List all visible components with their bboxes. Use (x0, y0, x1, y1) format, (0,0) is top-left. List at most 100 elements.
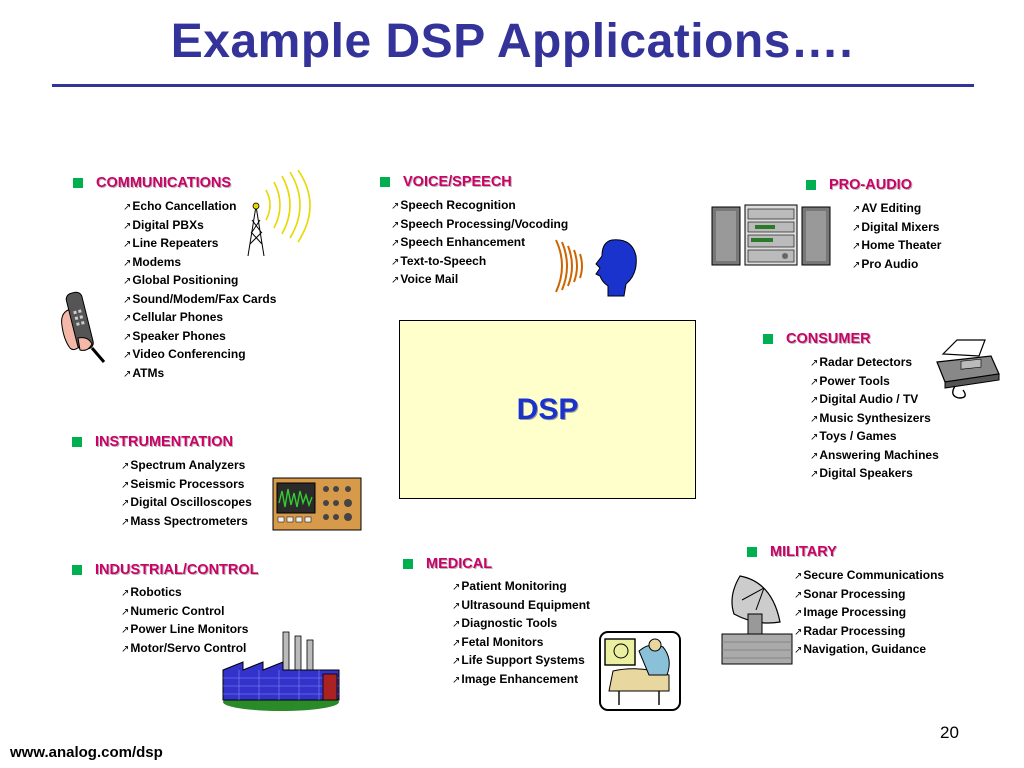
arrow-bullet-icon: ↗ (121, 461, 130, 472)
arrow-bullet-icon: ↗ (123, 220, 132, 232)
list-item: ↗Robotics (121, 583, 248, 602)
list-item: ↗Pro Audio (852, 255, 941, 274)
list-item-label: Digital Audio / TV (819, 392, 919, 406)
list-item-label: Digital Mixers (861, 219, 940, 234)
arrow-bullet-icon: ↗ (852, 259, 861, 271)
list-item-label: Digital Speakers (819, 466, 913, 480)
arrow-bullet-icon: ↗ (121, 606, 130, 618)
section-bullet-icon (72, 565, 82, 575)
list-item: ↗Numeric Control (121, 602, 248, 621)
list-item: ↗Speaker Phones (123, 327, 276, 346)
list-item: ↗Line Repeaters (123, 234, 276, 253)
list-item-label: Diagnostic Tools (461, 616, 558, 630)
list-item-label: Spectrum Analyzers (130, 458, 246, 472)
list-item-label: ATMs (132, 365, 165, 380)
arrow-bullet-icon: ↗ (123, 313, 132, 324)
list-item-label: Power Line Monitors (130, 622, 249, 636)
list-item-label: Digital Oscilloscopes (130, 495, 252, 509)
arrow-bullet-icon: ↗ (810, 432, 819, 443)
list-item: ↗Digital Speakers (810, 464, 939, 483)
arrow-bullet-icon: ↗ (810, 469, 819, 480)
list-item: ↗Digital Oscilloscopes (121, 493, 252, 512)
list-medical: ↗Patient Monitoring↗Ultrasound Equipment… (452, 577, 590, 688)
list-item-label: Modems (132, 254, 182, 269)
arrow-bullet-icon: ↗ (121, 643, 130, 655)
list-item-label: Music Synthesizers (819, 410, 931, 425)
list-item: ↗Digital Audio / TV (810, 390, 939, 409)
arrow-bullet-icon: ↗ (810, 450, 819, 462)
list-item: ↗ATMs (123, 364, 276, 383)
section-title-voice-speech: VOICE/SPEECH (403, 174, 512, 190)
section-bullet-icon (747, 547, 757, 557)
arrow-bullet-icon: ↗ (810, 413, 819, 425)
section-title-industrial-control: INDUSTRIAL/CONTROL (95, 562, 259, 578)
list-item-label: Sound/Modem/Fax Cards (132, 291, 277, 306)
title-underline (52, 84, 974, 87)
list-item-label: Toys / Games (819, 429, 897, 443)
list-consumer: ↗Radar Detectors↗Power Tools↗Digital Aud… (810, 353, 939, 483)
list-item-label: Patient Monitoring (461, 579, 567, 593)
section-title-military: MILITARY (770, 544, 837, 560)
list-item-label: Radar Processing (803, 623, 906, 638)
arrow-bullet-icon: ↗ (391, 275, 400, 286)
list-item-label: Home Theater (861, 238, 942, 252)
list-item: ↗Home Theater (852, 236, 941, 255)
arrow-bullet-icon: ↗ (852, 204, 861, 215)
arrow-bullet-icon: ↗ (123, 331, 132, 343)
list-item-label: Cellular Phones (132, 310, 224, 324)
footer-url: www.analog.com/dsp (10, 744, 163, 761)
arrow-bullet-icon: ↗ (123, 239, 132, 250)
arrow-bullet-icon: ↗ (810, 358, 819, 369)
list-item-label: Power Tools (819, 373, 890, 388)
section-title-pro-audio: PRO-AUDIO (829, 177, 912, 193)
list-item-label: Radar Detectors (819, 355, 913, 369)
list-communications: ↗Echo Cancellation↗Digital PBXs↗Line Rep… (123, 197, 276, 382)
arrow-bullet-icon: ↗ (123, 202, 132, 213)
arrow-bullet-icon: ↗ (391, 238, 400, 249)
section-bullet-icon (763, 334, 773, 344)
arrow-bullet-icon: ↗ (452, 656, 461, 667)
list-item-label: Video Conferencing (132, 347, 246, 361)
oscilloscope-icon (272, 477, 362, 531)
list-item-label: Image Processing (803, 605, 907, 619)
list-item: ↗Image Processing (794, 603, 944, 622)
arrow-bullet-icon: ↗ (123, 276, 132, 287)
list-item-label: Digital PBXs (132, 217, 204, 232)
section-title-communications: COMMUNICATIONS (96, 175, 232, 191)
list-voice-speech: ↗Speech Recognition↗Speech Processing/Vo… (391, 196, 568, 289)
arrow-bullet-icon: ↗ (121, 625, 130, 636)
list-item: ↗Video Conferencing (123, 345, 276, 364)
list-item-label: Sonar Processing (803, 586, 906, 601)
arrow-bullet-icon: ↗ (121, 498, 130, 509)
cell-phone-icon (61, 291, 106, 363)
arrow-bullet-icon: ↗ (452, 674, 461, 686)
dsp-label: DSP (516, 392, 579, 426)
list-item: ↗Diagnostic Tools (452, 614, 590, 633)
arrow-bullet-icon: ↗ (852, 241, 861, 252)
list-item-label: Global Positioning (132, 273, 239, 287)
list-military: ↗Secure Communications↗Sonar Processing↗… (794, 566, 944, 659)
section-title-consumer: CONSUMER (786, 331, 871, 347)
satellite-dish-icon (721, 575, 793, 665)
list-item: ↗Secure Communications (794, 566, 944, 585)
factory-icon (222, 631, 340, 711)
section-bullet-icon (403, 559, 413, 569)
list-item: ↗Echo Cancellation (123, 197, 276, 216)
arrow-bullet-icon: ↗ (810, 376, 819, 388)
section-bullet-icon (72, 437, 82, 447)
list-item-label: Mass Spectrometers (130, 513, 248, 528)
arrow-bullet-icon: ↗ (794, 626, 803, 638)
list-item-label: Voice Mail (400, 272, 459, 286)
list-item-label: Echo Cancellation (132, 199, 237, 213)
list-item: ↗Sound/Modem/Fax Cards (123, 290, 276, 309)
list-item: ↗Spectrum Analyzers (121, 456, 252, 475)
list-item: ↗Voice Mail (391, 270, 568, 289)
speaking-head-icon (555, 239, 637, 297)
arrow-bullet-icon: ↗ (794, 645, 803, 656)
list-item-label: Secure Communications (803, 568, 945, 582)
list-item-label: Speaker Phones (132, 328, 226, 343)
arrow-bullet-icon: ↗ (452, 600, 461, 612)
list-instrumentation: ↗Spectrum Analyzers↗Seismic Processors↗D… (121, 456, 252, 530)
list-item: ↗Speech Recognition (391, 196, 568, 215)
arrow-bullet-icon: ↗ (391, 219, 400, 231)
